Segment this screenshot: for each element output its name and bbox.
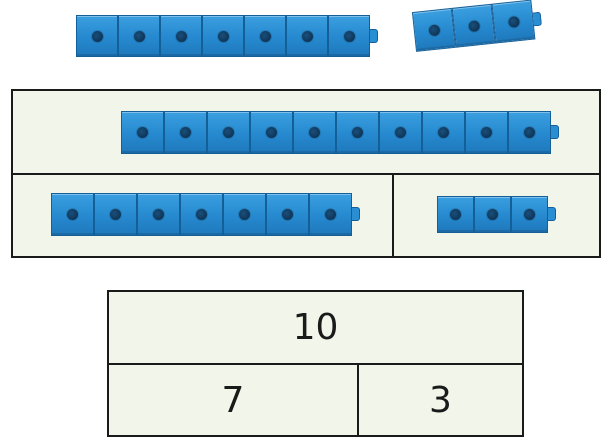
cube-hole-icon	[428, 24, 440, 36]
linking-cube	[94, 193, 137, 236]
cube-hole-icon	[395, 127, 406, 138]
cube-hole-icon	[260, 31, 271, 42]
cube-connector-nub	[533, 12, 542, 27]
cube-hole-icon	[309, 127, 320, 138]
cube-hole-icon	[67, 209, 78, 220]
linking-cube	[437, 196, 474, 233]
cube-hole-icon	[487, 209, 498, 220]
linking-cube	[223, 193, 266, 236]
cube-connector-nub	[548, 207, 556, 221]
linking-cube	[412, 8, 456, 52]
linking-cube	[336, 111, 379, 154]
cube-hole-icon	[180, 127, 191, 138]
whole-number-label: 10	[107, 290, 524, 365]
linking-cube	[422, 111, 465, 154]
linking-cube	[293, 111, 336, 154]
cube-hole-icon	[524, 127, 535, 138]
linking-cube	[180, 193, 223, 236]
cube-hole-icon	[223, 127, 234, 138]
part-a-number-label: 7	[107, 363, 359, 437]
cube-hole-icon	[344, 31, 355, 42]
linking-cube	[379, 111, 422, 154]
cube-hole-icon	[524, 209, 535, 220]
cube-hole-icon	[153, 209, 164, 220]
cube-hole-icon	[468, 20, 480, 32]
linking-cube	[511, 196, 548, 233]
linking-cube	[452, 4, 496, 48]
cube-hole-icon	[266, 127, 277, 138]
linking-cube	[160, 15, 202, 57]
cube-hole-icon	[110, 209, 121, 220]
linking-cube	[202, 15, 244, 57]
linking-cube	[137, 193, 180, 236]
cube-hole-icon	[218, 31, 229, 42]
cube-train-three	[412, 1, 543, 50]
cube-train-seven-part	[51, 196, 360, 232]
linking-cube	[250, 111, 293, 154]
linking-cube	[286, 15, 328, 57]
linking-cube	[76, 15, 118, 57]
linking-cube	[244, 15, 286, 57]
part-b-number-label: 3	[357, 363, 524, 437]
cube-hole-icon	[137, 127, 148, 138]
cube-hole-icon	[352, 127, 363, 138]
cube-hole-icon	[507, 16, 519, 28]
linking-cube	[51, 193, 94, 236]
cube-hole-icon	[438, 127, 449, 138]
cube-connector-nub	[551, 125, 559, 139]
cube-hole-icon	[302, 31, 313, 42]
cube-hole-icon	[282, 209, 293, 220]
linking-cube	[465, 111, 508, 154]
cube-train-seven	[76, 18, 378, 54]
cube-train-three-part	[437, 196, 556, 232]
cube-hole-icon	[481, 127, 492, 138]
linking-cube	[118, 15, 160, 57]
linking-cube	[207, 111, 250, 154]
cube-hole-icon	[176, 31, 187, 42]
cube-hole-icon	[134, 31, 145, 42]
cube-hole-icon	[325, 209, 336, 220]
cube-hole-icon	[239, 209, 250, 220]
cube-hole-icon	[450, 209, 461, 220]
cube-connector-nub	[370, 29, 378, 43]
linking-cube	[491, 0, 535, 44]
linking-cube	[508, 111, 551, 154]
linking-cube	[309, 193, 352, 236]
linking-cube	[328, 15, 370, 57]
cube-hole-icon	[92, 31, 103, 42]
linking-cube	[164, 111, 207, 154]
cube-train-ten	[121, 114, 559, 150]
cube-connector-nub	[352, 207, 360, 221]
linking-cube	[474, 196, 511, 233]
cube-hole-icon	[196, 209, 207, 220]
linking-cube	[121, 111, 164, 154]
linking-cube	[266, 193, 309, 236]
